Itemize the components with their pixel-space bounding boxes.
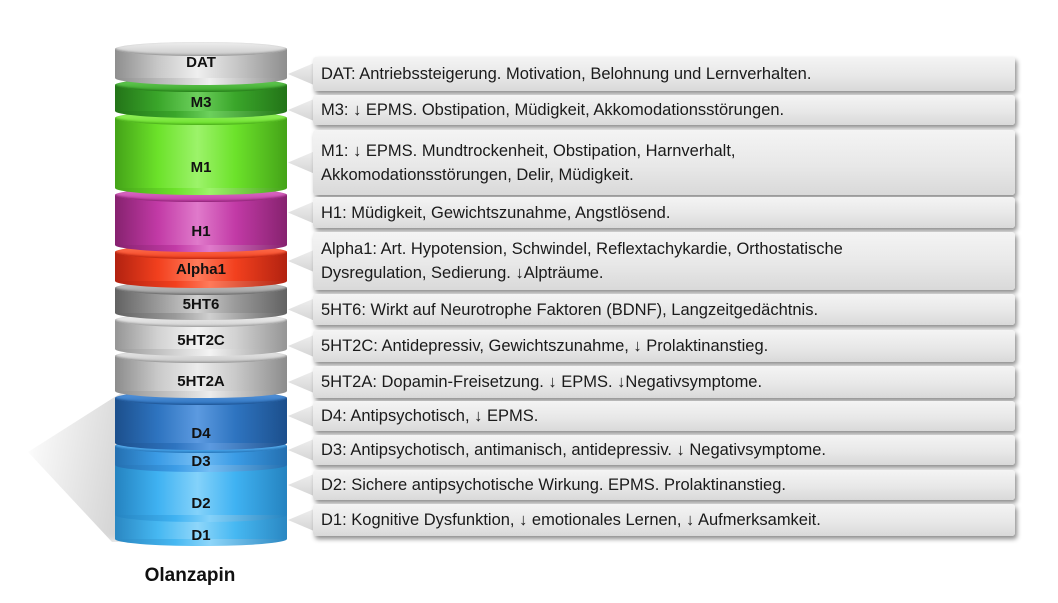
receptor-label: D1 xyxy=(191,527,211,544)
callout-pointer xyxy=(288,474,314,496)
callout-text-line: 5HT2C: Antidepressiv, Gewichtszunahme, ↓… xyxy=(321,337,769,355)
callout-box: D4: Antipsychotisch, ↓ EPMS. xyxy=(313,401,1015,431)
receptor-label: H1 xyxy=(191,223,211,240)
callout-text-line: Dysregulation, Sedierung. ↓Alpträume. xyxy=(321,264,604,282)
receptor-label: D2 xyxy=(191,495,211,512)
callout-pointer xyxy=(288,405,314,427)
receptor-disk-d4: D4 xyxy=(115,391,287,450)
receptor-label: M1 xyxy=(190,159,212,176)
callout-text-line: D1: Kognitive Dysfunktion, ↓ emotionales… xyxy=(321,511,821,529)
receptor-label: Alpha1 xyxy=(175,261,226,278)
receptor-label: D3 xyxy=(191,453,211,470)
callout-text-line: M3: ↓ EPMS. Obstipation, Müdigkeit, Akko… xyxy=(321,101,785,119)
callout-pointer xyxy=(288,99,314,121)
receptor-disk-dat: DAT xyxy=(115,42,287,85)
callout-text-line: D4: Antipsychotisch, ↓ EPMS. xyxy=(321,407,539,425)
callout-text-line: 5HT2A: Dopamin-Freisetzung. ↓ EPMS. ↓Neg… xyxy=(321,373,763,391)
callout-pointer xyxy=(288,250,314,272)
callout-pointer xyxy=(288,371,314,393)
receptor-disk-m3: M3 xyxy=(115,78,287,118)
callout-pointer xyxy=(288,439,314,461)
callout-pointer xyxy=(288,509,314,531)
callout-box: 5HT2A: Dopamin-Freisetzung. ↓ EPMS. ↓Neg… xyxy=(313,366,1015,398)
callout-box: H1: Müdigkeit, Gewichtszunahme, Angstlös… xyxy=(313,197,1015,228)
callout-box: M3: ↓ EPMS. Obstipation, Müdigkeit, Akko… xyxy=(313,95,1015,125)
callout-text-line: 5HT6: Wirkt auf Neurotrophe Faktoren (BD… xyxy=(321,300,819,319)
callout-text-line: H1: Müdigkeit, Gewichtszunahme, Angstlös… xyxy=(321,203,671,222)
callout-box: 5HT2C: Antidepressiv, Gewichtszunahme, ↓… xyxy=(313,330,1015,362)
receptor-label: 5HT2C xyxy=(177,332,225,349)
callout-box: DAT: Antriebssteigerung. Motivation, Bel… xyxy=(313,57,1015,91)
callout-pointer xyxy=(288,151,314,174)
callout-box: 5HT6: Wirkt auf Neurotrophe Faktoren (BD… xyxy=(313,294,1015,325)
receptor-disk-h1: H1 xyxy=(115,188,287,252)
callout-text-line: DAT: Antriebssteigerung. Motivation, Bel… xyxy=(321,65,812,83)
callout-text-line: D2: Sichere antipsychotische Wirkung. EP… xyxy=(321,476,786,494)
callout-text-line: M1: ↓ EPMS. Mundtrockenheit, Obstipation… xyxy=(321,141,736,160)
receptor-label: DAT xyxy=(186,54,216,71)
receptor-label: D4 xyxy=(191,425,211,442)
callout-pointer xyxy=(288,63,314,85)
callout-text-line: Akkomodationsstörungen, Delir, Müdigkeit… xyxy=(321,165,634,184)
callout-box: M1: ↓ EPMS. Mundtrockenheit, Obstipation… xyxy=(313,130,1015,195)
callout-pointer xyxy=(288,201,314,224)
callout-box: D2: Sichere antipsychotische Wirkung. EP… xyxy=(313,470,1015,500)
callout-box: D3: Antipsychotisch, antimanisch, antide… xyxy=(313,435,1015,465)
receptor-disk-m1: M1 xyxy=(115,111,287,195)
callout-pointer xyxy=(288,335,314,357)
callout-pointer xyxy=(288,298,314,321)
receptor-label: M3 xyxy=(190,94,212,111)
receptor-label: 5HT6 xyxy=(182,296,220,313)
callout-text-line: D3: Antipsychotisch, antimanisch, antide… xyxy=(321,441,826,459)
receptor-disk-5ht6: 5HT6 xyxy=(115,281,287,320)
callout-box: D1: Kognitive Dysfunktion, ↓ emotionales… xyxy=(313,504,1015,536)
callout-box: Alpha1: Art. Hypotension, Schwindel, Ref… xyxy=(313,232,1015,290)
drug-name: Olanzapin xyxy=(144,565,236,586)
receptor-label: 5HT2A xyxy=(177,373,225,390)
callout-text-line: Alpha1: Art. Hypotension, Schwindel, Ref… xyxy=(321,240,843,258)
receptor-disk-5ht2a: 5HT2A xyxy=(115,349,287,398)
